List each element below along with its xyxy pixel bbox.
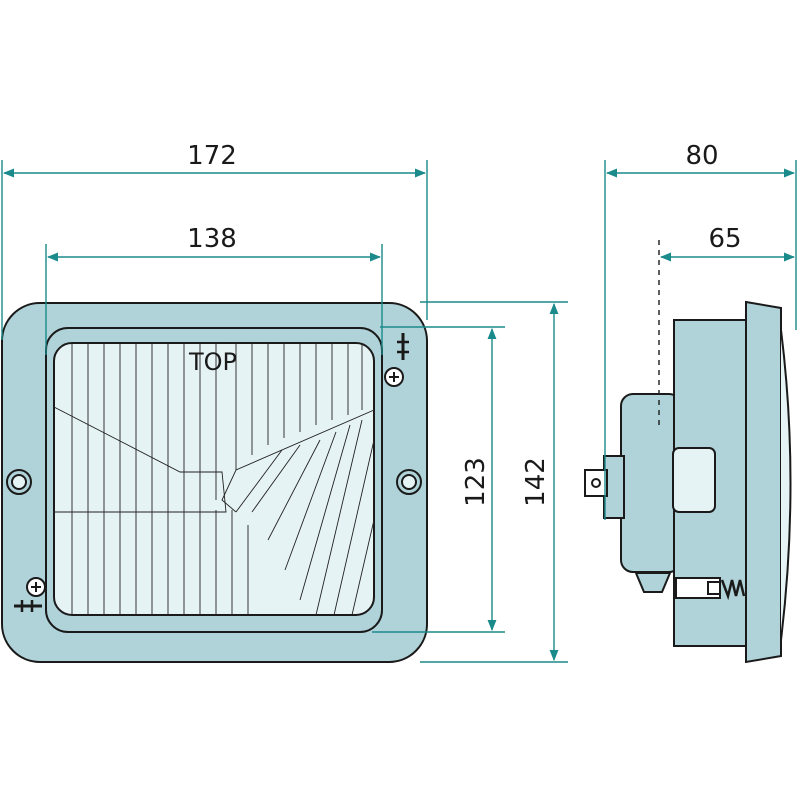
dimension-lines [1,160,797,663]
bezel-ring [745,300,782,664]
dim-outer-width: 172 [187,141,237,171]
adjuster-screw-top-right-icon [384,333,409,387]
dim-side-depth-body: 65 [708,224,741,254]
adjuster-foot [634,572,672,593]
lens-pattern [54,343,374,615]
top-label: TOP [188,348,237,376]
dim-outer-height: 142 [521,457,551,507]
plug-connector [584,455,625,519]
adjuster-screw-bottom-left-icon [14,577,46,612]
dim-inner-width: 138 [187,224,237,254]
front-view: TOP [1,302,428,663]
dimension-labels: 172 138 123 142 80 65 [187,141,741,507]
lens-dome [780,329,792,641]
adjuster-screw-side-icon [675,577,746,601]
bulb-holder [672,447,716,513]
mounting-hole-left [6,469,32,495]
dim-side-depth-total: 80 [685,141,718,171]
mounting-hole-right [396,469,422,495]
side-view [584,300,792,664]
dim-inner-height: 123 [461,457,491,507]
lens [53,342,375,616]
